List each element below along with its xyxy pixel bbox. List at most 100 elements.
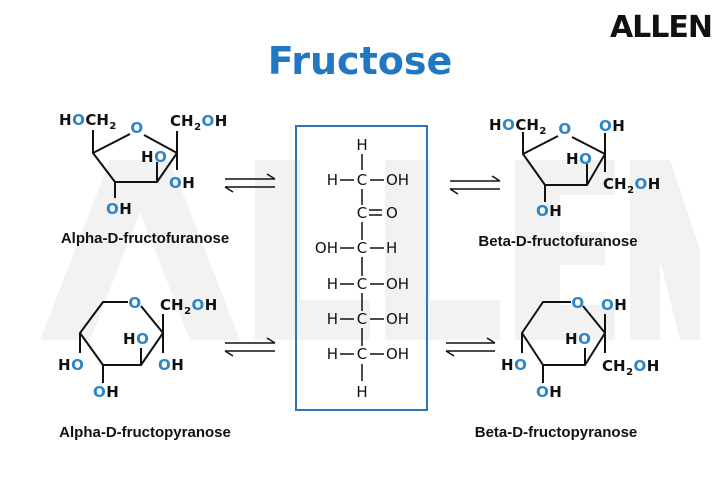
atom-label-segment: H bbox=[549, 383, 562, 401]
atom-label-segment: CH bbox=[515, 116, 539, 134]
fischer-bottom-atom: H bbox=[356, 383, 367, 401]
structure-name: Beta-D-fructopyranose bbox=[475, 424, 638, 441]
atom-label-segment: H bbox=[58, 356, 71, 374]
atom-label-segment: O bbox=[106, 200, 119, 218]
atom-label-segment: O bbox=[202, 112, 215, 130]
atom-label-segment: CH bbox=[160, 296, 184, 314]
atom-label-segment: O bbox=[571, 294, 584, 312]
fischer-carbon: C bbox=[357, 239, 367, 257]
fischer-left-group: H bbox=[327, 275, 338, 293]
atom-label-segment: H bbox=[612, 117, 625, 135]
fischer-row: C H OH bbox=[327, 171, 409, 205]
atom-label-segment: H bbox=[614, 296, 627, 314]
atom-label-segment: H bbox=[566, 150, 579, 168]
atom-label-segment: O bbox=[579, 150, 592, 168]
atom-label-segment: 2 bbox=[627, 185, 634, 196]
ring-bond bbox=[522, 135, 606, 186]
reverse-arrow bbox=[445, 350, 495, 357]
atom-label-ring-o: O bbox=[571, 294, 584, 312]
open-chain-box bbox=[295, 125, 428, 411]
atom-label-segment: 2 bbox=[626, 367, 633, 378]
fischer-right-group: OH bbox=[386, 171, 409, 189]
fischer-row: C H OH bbox=[327, 345, 409, 363]
logo: ALLEN bbox=[610, 10, 712, 45]
atom-label-segment: O bbox=[192, 296, 205, 314]
structure-name: Beta-D-fructofuranose bbox=[478, 233, 637, 250]
atom-label-segment: CH bbox=[603, 175, 627, 193]
atom-label-segment: O bbox=[169, 174, 182, 192]
atom-label-segment: O bbox=[154, 148, 167, 166]
fischer-carbon: C bbox=[357, 171, 367, 189]
atom-label-segment: H bbox=[549, 202, 562, 220]
atom-label-segment: O bbox=[72, 111, 85, 129]
structure-name: Alpha-D-fructofuranose bbox=[61, 230, 229, 247]
atom-label-ring-o: O bbox=[130, 119, 143, 137]
atom-label-segment: H bbox=[489, 116, 502, 134]
atom-label-segment: H bbox=[141, 148, 154, 166]
reverse-arrow bbox=[224, 186, 275, 193]
structure-name: Alpha-D-fructopyranose bbox=[59, 424, 231, 441]
reverse-arrow bbox=[449, 188, 500, 195]
atom-label-segment: H bbox=[205, 296, 218, 314]
fischer-right-group: O bbox=[386, 204, 398, 222]
fischer-right-group: OH bbox=[386, 275, 409, 293]
atom-label-segment: H bbox=[565, 330, 578, 348]
atom-label-segment: 2 bbox=[109, 121, 116, 132]
fischer-right-group: OH bbox=[386, 345, 409, 363]
atom-label-segment: H bbox=[59, 111, 72, 129]
atom-label-segment: O bbox=[130, 119, 143, 137]
atom-label-segment: CH bbox=[85, 111, 109, 129]
atom-label-segment: O bbox=[93, 383, 106, 401]
fischer-left-group: H bbox=[327, 171, 338, 189]
atom-label-segment: H bbox=[106, 383, 119, 401]
atom-label-segment: O bbox=[634, 357, 647, 375]
atom-label-ring-o: O bbox=[558, 120, 571, 138]
fischer-top-atom: H bbox=[356, 136, 367, 154]
atom-label-segment: CH bbox=[170, 112, 194, 130]
fischer-carbon: C bbox=[357, 345, 367, 363]
equilibrium-arrow-icon bbox=[224, 337, 276, 357]
equilibrium-arrows bbox=[224, 173, 501, 357]
fischer-left-group: OH bbox=[315, 239, 338, 257]
atom-label-segment: O bbox=[536, 383, 549, 401]
equilibrium-arrow-icon bbox=[445, 337, 496, 357]
atom-label-segment: H bbox=[119, 200, 132, 218]
atom-label-segment: H bbox=[647, 357, 660, 375]
reverse-arrow bbox=[224, 350, 275, 357]
atom-label-segment: O bbox=[558, 120, 571, 138]
watermark bbox=[40, 160, 700, 340]
atom-label-segment: O bbox=[599, 117, 612, 135]
atom-label-ring-o: O bbox=[128, 294, 141, 312]
ring-bond bbox=[92, 133, 178, 183]
atom-label-segment: H bbox=[171, 356, 184, 374]
forward-arrow bbox=[225, 337, 276, 344]
forward-arrow bbox=[450, 175, 501, 182]
fischer-left-group: H bbox=[327, 345, 338, 363]
atom-label-segment: O bbox=[601, 296, 614, 314]
atom-label-segment: 2 bbox=[194, 122, 201, 133]
